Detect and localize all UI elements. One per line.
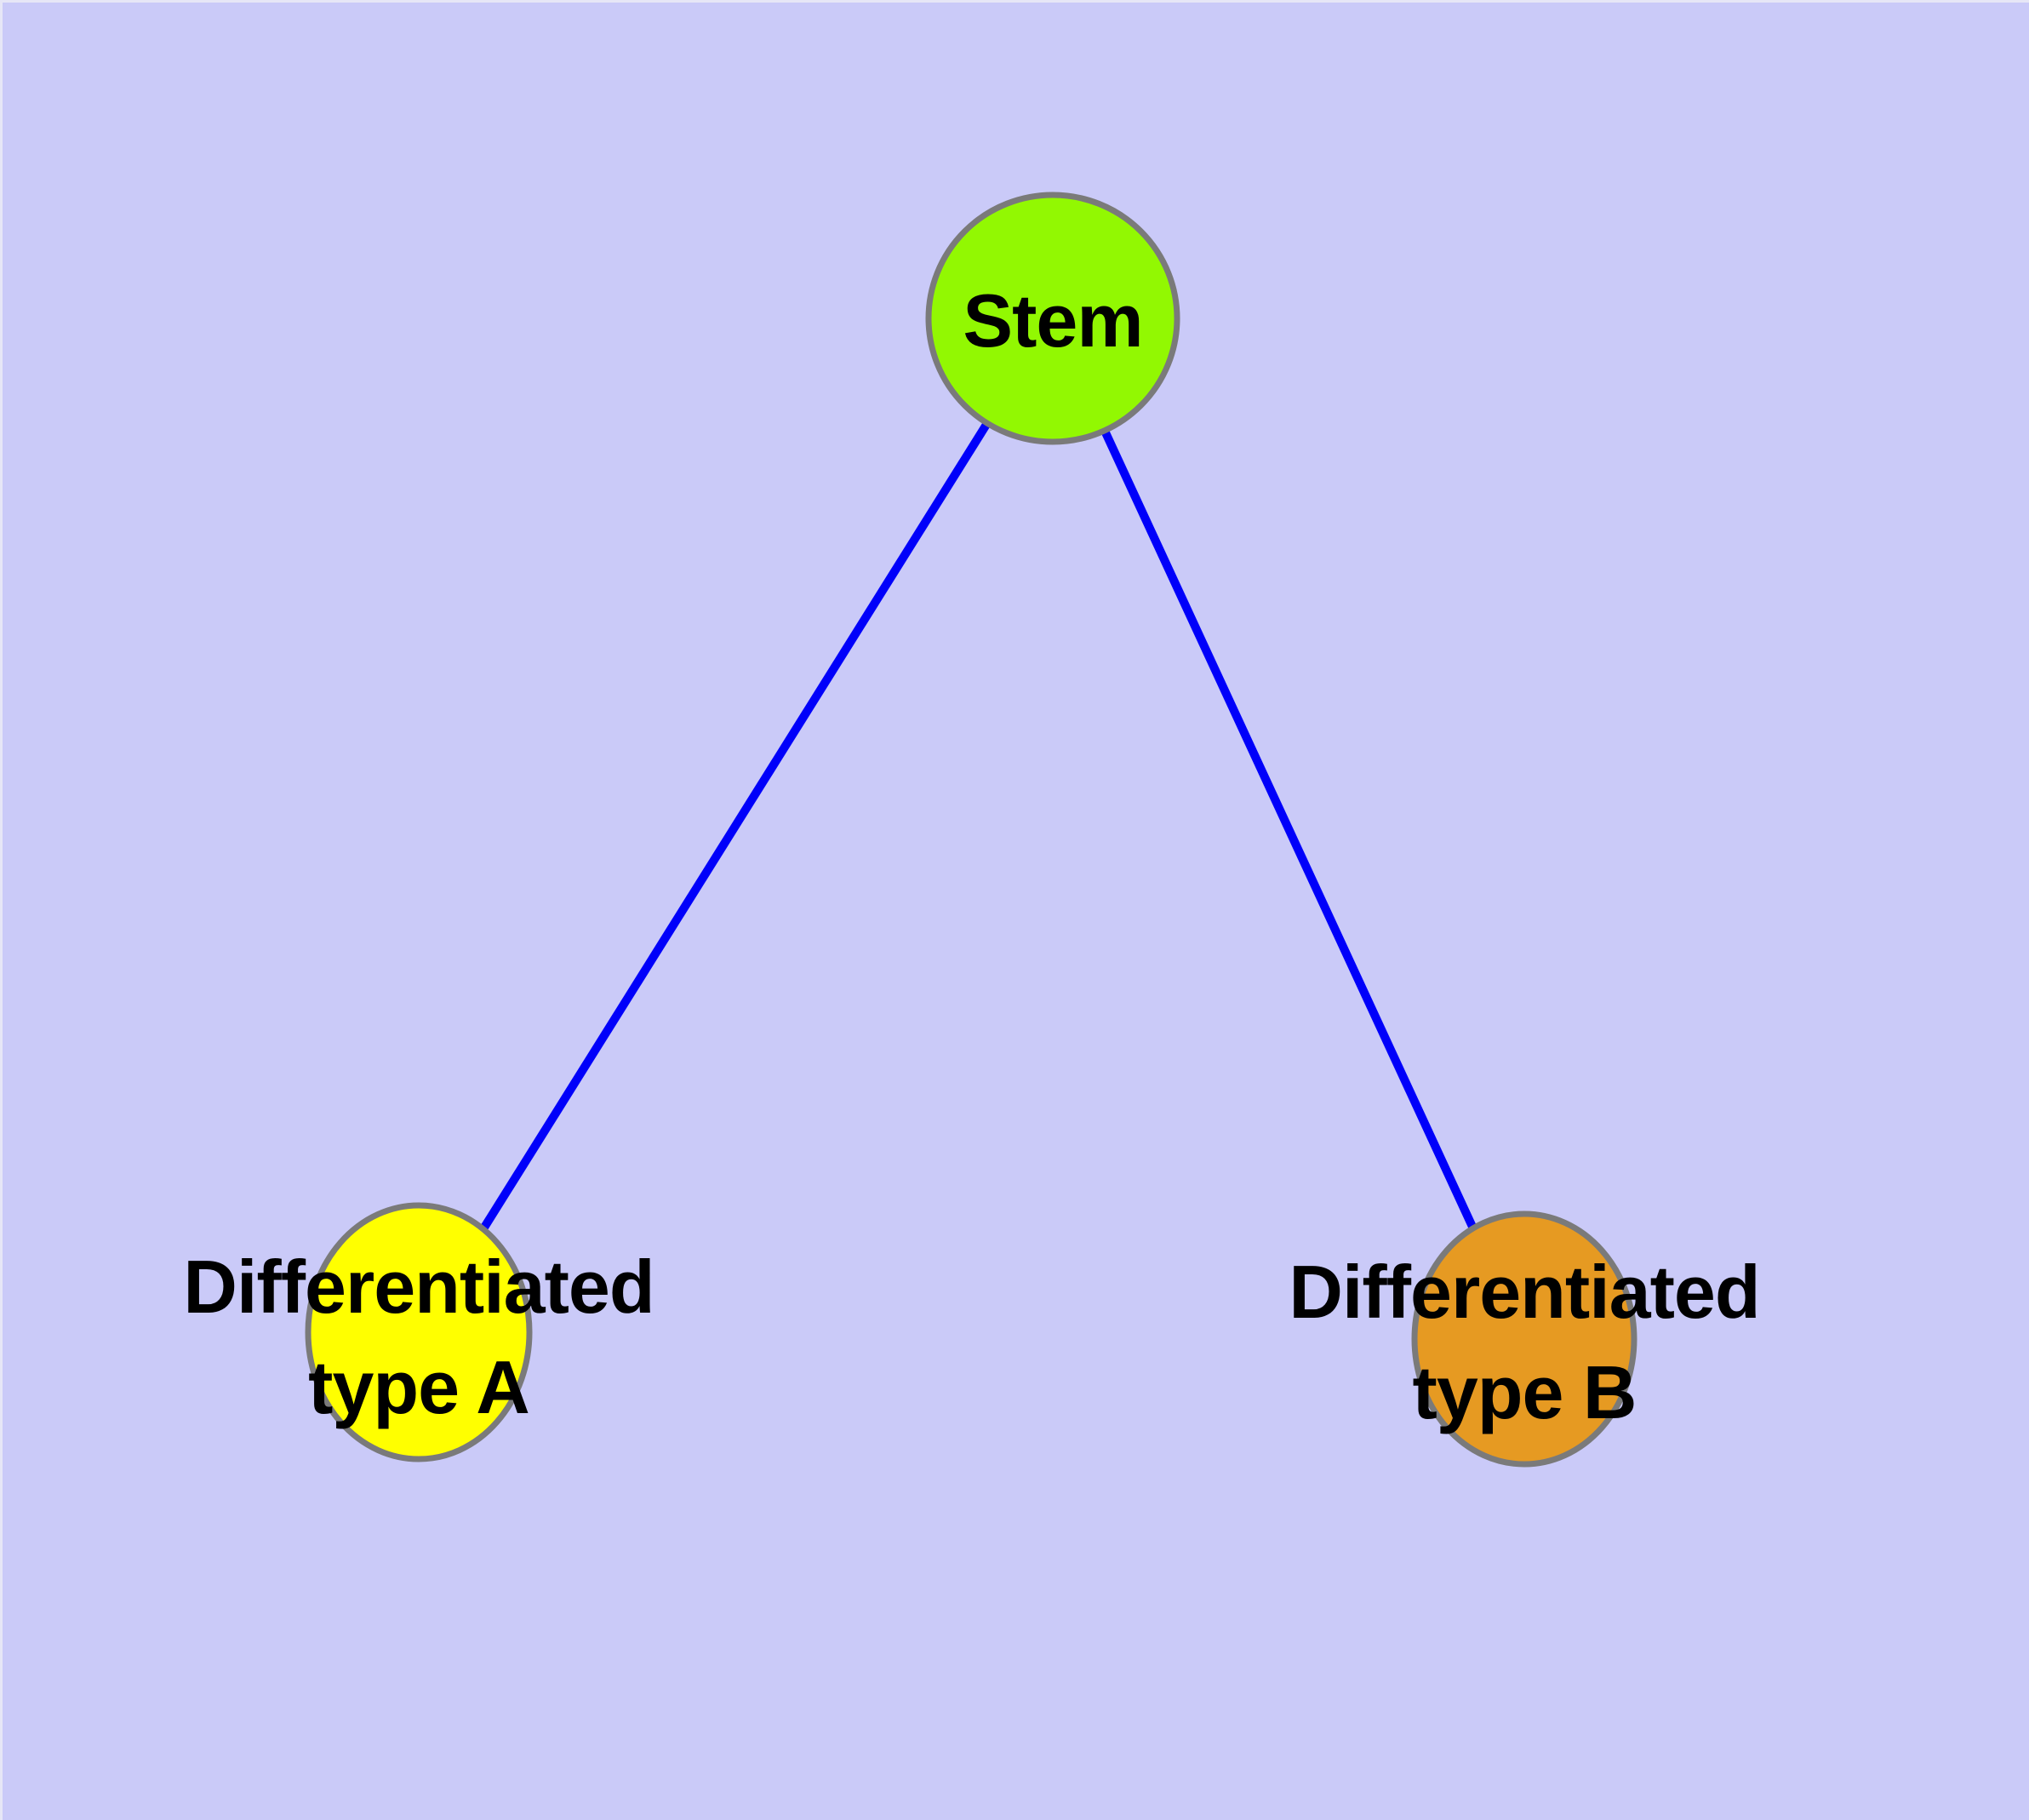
node-stem xyxy=(925,192,1180,445)
edge-stem-type-b xyxy=(1049,316,1529,1342)
node-type-a xyxy=(305,1202,533,1462)
node-type-b xyxy=(1411,1210,1637,1468)
edges-layer xyxy=(414,316,1529,1342)
edge-stem-type-a xyxy=(414,316,1057,1335)
nodes-layer xyxy=(305,192,1637,1468)
